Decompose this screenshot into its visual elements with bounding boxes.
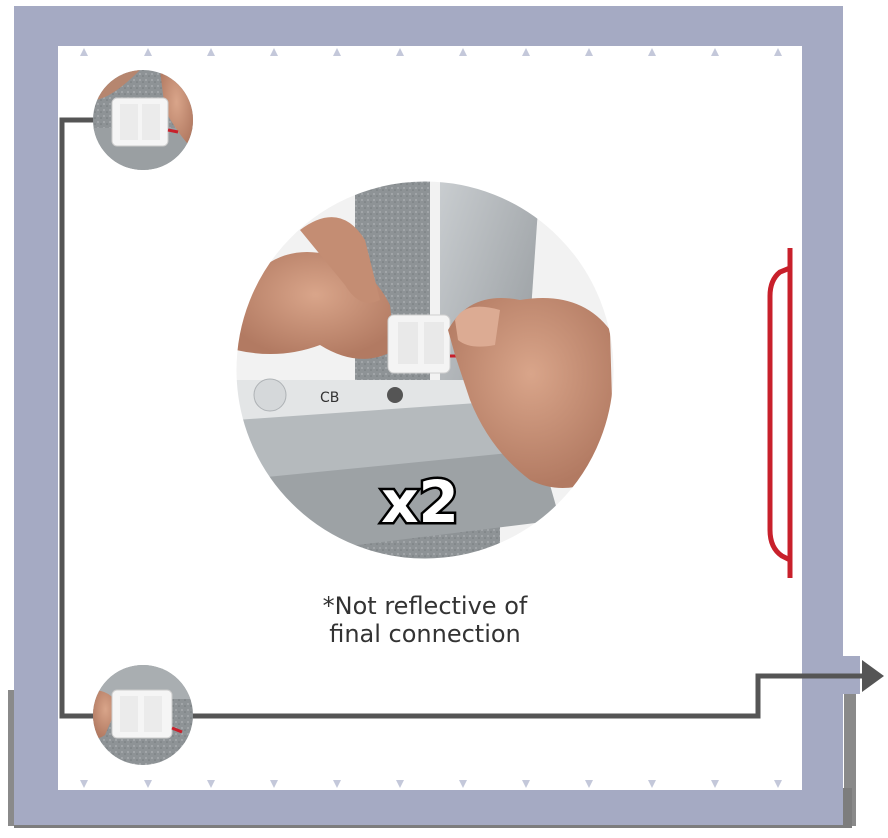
connector-thumbnail-bottom	[93, 665, 193, 765]
wire-arrow-head	[862, 660, 884, 692]
svg-text:CB: CB	[320, 390, 339, 406]
disclaimer-line-1: *Not reflective of	[300, 592, 550, 620]
multiplier-label: x2	[381, 468, 459, 536]
disclaimer-line-2: final connection	[300, 620, 550, 648]
disclaimer-note: *Not reflective of final connection	[300, 592, 550, 648]
connector-thumbnail-top	[93, 70, 193, 170]
